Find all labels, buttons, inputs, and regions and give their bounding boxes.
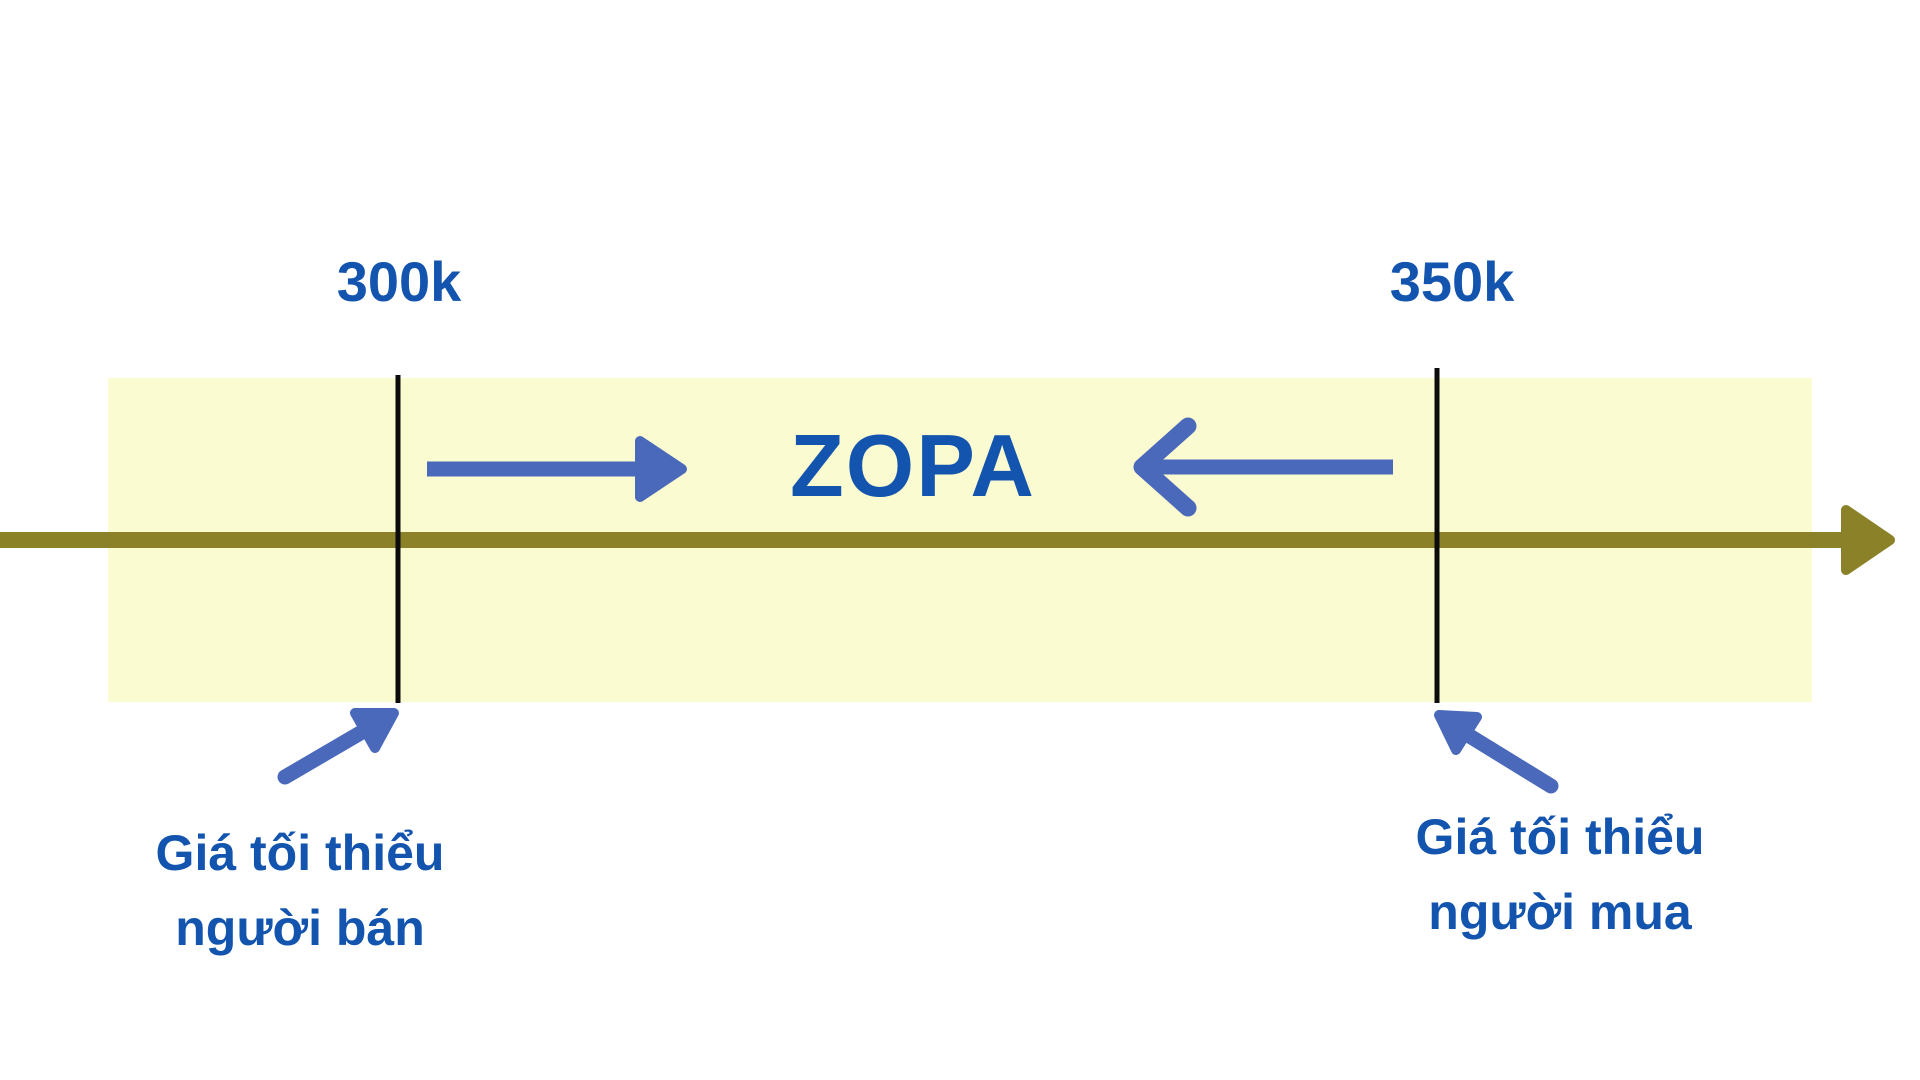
seller-caption-line2: người bán — [175, 900, 425, 956]
axis-arrowhead-icon — [1841, 505, 1895, 575]
zopa-label: ZOPA — [790, 416, 1036, 515]
seller-price-label: 300k — [336, 250, 462, 313]
buyer-caption-line1: Giá tối thiểu — [1415, 809, 1705, 865]
buyer-pointer-head — [1434, 710, 1482, 755]
arrow-left-icon — [1133, 417, 1393, 517]
price-axis — [0, 505, 1895, 575]
buyer-caption: Giá tối thiểu người mua — [1416, 800, 1705, 950]
seller-caption-line1: Giá tối thiểu — [155, 825, 445, 881]
arrow-left-head — [1133, 417, 1197, 517]
buyer-caption-line2: người mua — [1428, 884, 1692, 940]
seller-pointer-arrow-icon — [277, 708, 399, 785]
seller-caption: Giá tối thiểu người bán — [156, 816, 445, 966]
seller-pointer-head — [350, 708, 399, 753]
buyer-pointer-arrow-icon — [1434, 710, 1559, 794]
buyer-pointer-shaft — [1460, 727, 1559, 794]
arrow-right-icon — [427, 436, 687, 502]
arrow-right-head — [635, 436, 687, 502]
seller-pointer-shaft — [277, 724, 370, 785]
buyer-price-label: 350k — [1389, 250, 1515, 313]
